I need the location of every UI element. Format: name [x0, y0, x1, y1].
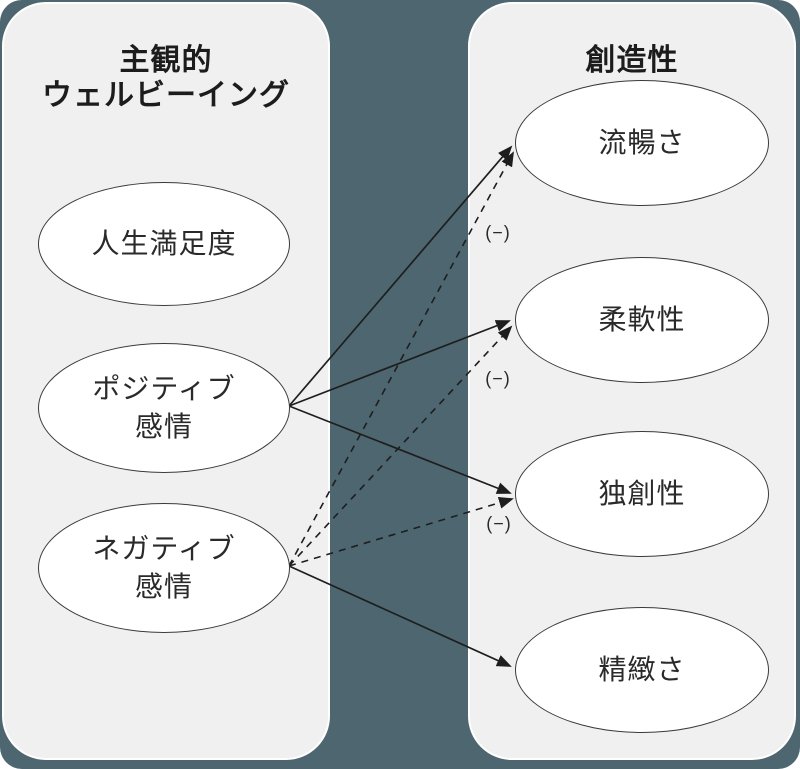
- panel-title-subjective-wellbeing: 主観的 ウェルビーイング: [42, 43, 290, 113]
- negative-sign-label: (−): [485, 368, 511, 389]
- edge-negative_affect-to-fluency: [288, 151, 514, 567]
- node-positive-affect: ポジティブ 感情: [38, 343, 290, 473]
- node-life-satisfaction: 人生満足度: [38, 182, 290, 306]
- edge-negative_affect-to-originality: [288, 496, 514, 567]
- node-fluency: 流暢さ: [515, 80, 769, 206]
- node-elaboration: 精緻さ: [515, 607, 769, 733]
- edge-positive_affect-to-flexibility: [288, 320, 511, 407]
- negative-sign-label: (−): [485, 222, 511, 243]
- negative-sign-label: (−): [486, 513, 512, 534]
- node-negative-affect: ネガティブ 感情: [38, 503, 290, 633]
- panel-title-creativity: 創造性: [585, 43, 679, 77]
- node-originality: 独創性: [515, 431, 769, 557]
- node-flexibility: 柔軟性: [515, 257, 769, 383]
- edge-positive_affect-to-fluency: [288, 145, 513, 407]
- edge-positive_affect-to-originality: [288, 405, 512, 494]
- edge-negative_affect-to-elaboration: [288, 565, 512, 667]
- edge-negative_affect-to-flexibility: [288, 325, 513, 567]
